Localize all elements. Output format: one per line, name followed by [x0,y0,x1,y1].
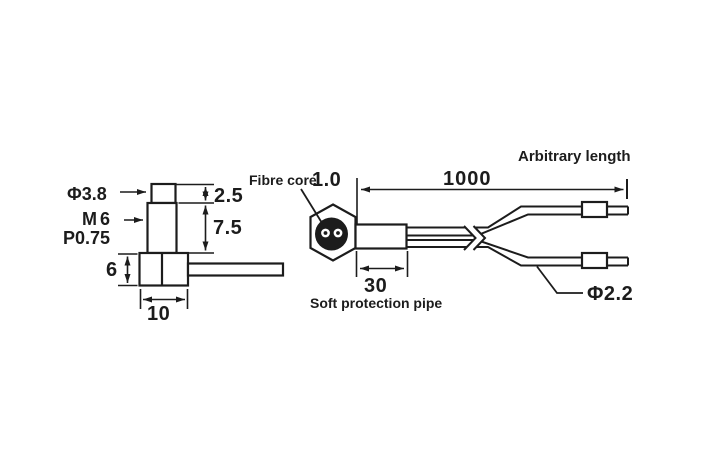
side-view [138,182,285,287]
cable-diameter-leader-line [536,265,583,294]
sensor-base [138,251,190,287]
tip-diameter-label: Φ3.8 [67,184,107,204]
dim-pipe-length: 30 [364,275,387,297]
cable-bottom-edge [406,246,628,267]
arbitrary-length-label: Arbitrary length [518,148,631,165]
soft-protection-pipe-label: Soft protection pipe [310,295,442,311]
fibre-core-size: 1.0 [312,169,341,191]
side-view-dimension-lines [120,187,209,303]
fibre-bundle [315,217,348,251]
bottom-cable-ferrule [580,251,609,270]
side-view-extension-lines [118,183,214,309]
soft-protection-pipe [354,223,408,250]
dim-tip-height: 2.5 [214,185,243,207]
fibre-core-leader-line [300,188,323,224]
sensor-tip [150,182,177,205]
dim-base-height: 6 [106,259,118,281]
fibre-core-label: Fibre core [249,172,317,188]
cable-seam-upper [406,213,628,237]
break-chevron-left [463,225,477,251]
fibre-core-right-center [336,231,340,235]
threaded-body [146,201,178,255]
dim-cable-length: 1000 [443,168,492,190]
cable-diameter-label: Φ2.2 [587,283,633,305]
front-view [300,188,357,262]
top-cable-ferrule [580,200,609,219]
cable-seam-lower [406,239,628,259]
fibre-core-left-center [323,231,328,235]
cable-dimension-lines [355,178,628,294]
side-view-cable [186,262,285,277]
dim-thread-height: 7.5 [213,217,242,239]
dim-base-width: 10 [147,303,170,325]
thread-label: M6 [82,209,113,229]
duplex-cable [406,205,629,267]
cable-break-symbol [463,225,487,251]
break-chevron-right [472,225,487,251]
cable-top-edge [406,205,628,229]
thread-pitch-label: P0.75 [63,228,110,248]
